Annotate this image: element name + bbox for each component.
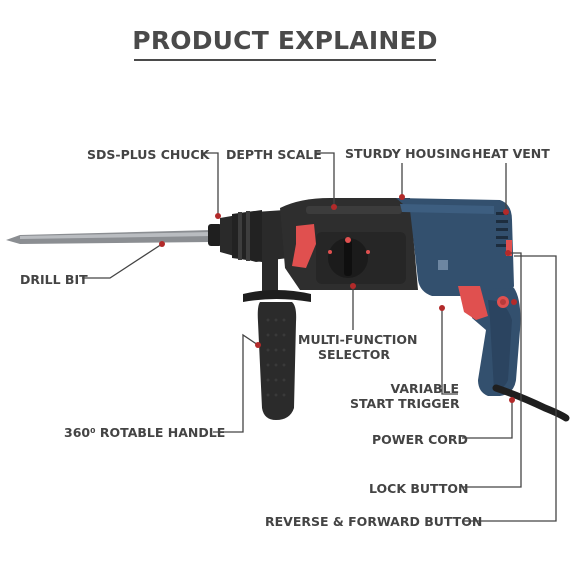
label-depth-scale: DEPTH SCALE — [226, 147, 322, 162]
label-variable-start-trigger: VARIABLE START TRIGGER — [350, 381, 460, 411]
title-underline — [134, 59, 436, 61]
label-power-cord: POWER CORD — [372, 432, 468, 447]
power-cord-icon — [492, 384, 570, 422]
drill-bit-icon — [6, 230, 212, 244]
label-reverse-forward-button: REVERSE & FORWARD BUTTON — [265, 514, 483, 529]
label-variable-line2: START TRIGGER — [350, 396, 460, 411]
label-multi-function-line2: SELECTOR — [318, 347, 390, 362]
chuck-icon — [208, 210, 288, 262]
label-heat-vent: HEAT VENT — [472, 146, 550, 161]
label-lock-button: LOCK BUTTON — [369, 481, 469, 496]
label-rotatable-handle: 360⁰ ROTABLE HANDLE — [64, 425, 226, 440]
side-handle-icon — [243, 258, 311, 420]
leader-lines — [82, 152, 557, 522]
label-sturdy-housing: STURDY HOUSING — [345, 146, 471, 161]
label-variable-line1: VARIABLE — [390, 381, 459, 396]
label-multi-function-line1: MULTI-FUNCTION — [298, 332, 418, 347]
pistol-grip-icon — [458, 286, 521, 396]
drill-body-icon — [280, 198, 514, 296]
marker-dots — [159, 194, 517, 403]
label-sds-plus-chuck: SDS-PLUS CHUCK — [87, 147, 210, 162]
label-multi-function-selector: MULTI-FUNCTION SELECTOR — [298, 332, 418, 362]
label-drill-bit: DRILL BIT — [20, 272, 88, 287]
page-title: PRODUCT EXPLAINED — [132, 26, 438, 55]
